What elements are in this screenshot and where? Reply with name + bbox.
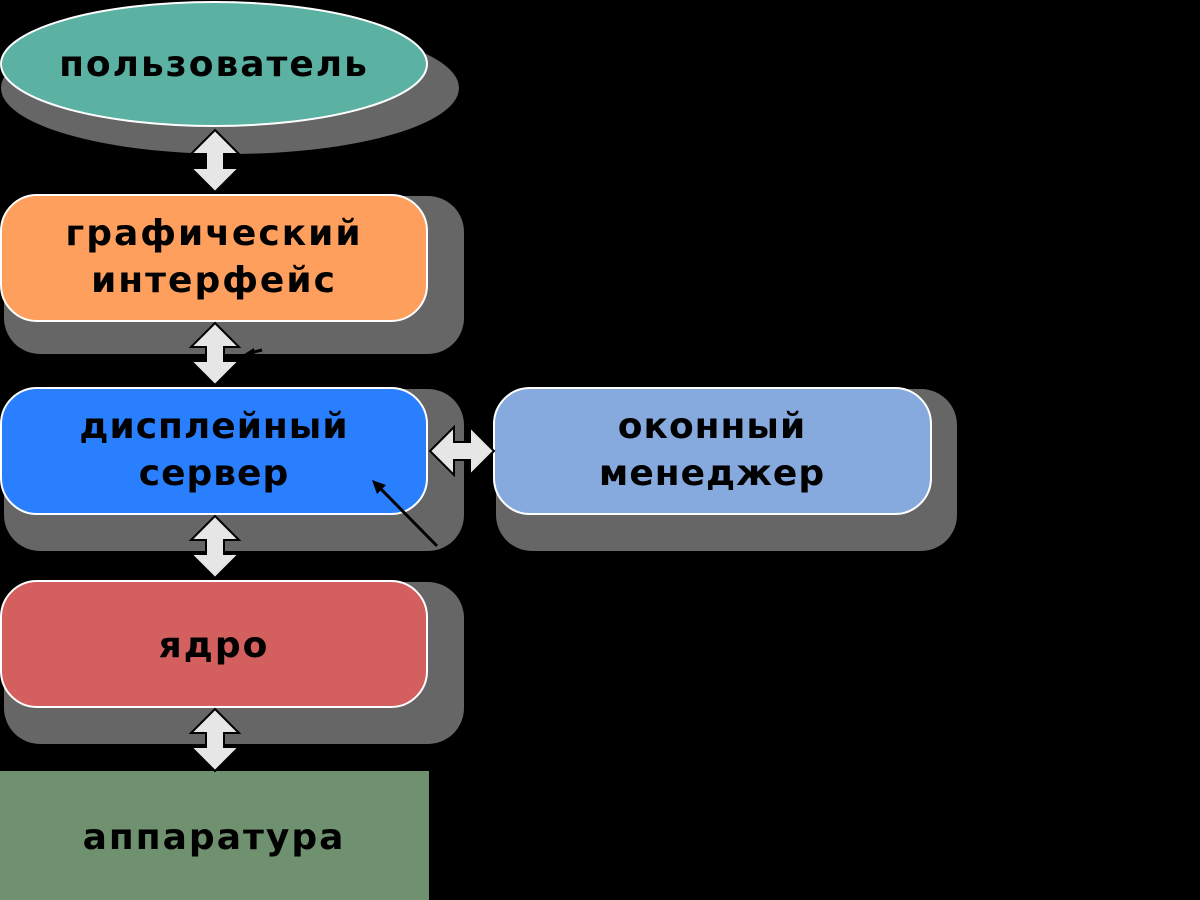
arrows bbox=[188, 128, 496, 773]
hardware-box bbox=[0, 771, 429, 900]
arrow-gui-display-server bbox=[188, 321, 242, 387]
node-user: пользователь bbox=[0, 1, 428, 127]
pointer-arrowhead-display-server bbox=[372, 480, 386, 494]
hardware-label: аппаратура bbox=[83, 817, 346, 858]
arrow-display-server-kernel bbox=[188, 514, 242, 580]
user-ellipse bbox=[0, 1, 428, 127]
arrow-display-server-window-manager bbox=[428, 424, 496, 478]
node-window-manager: оконный менеджер bbox=[493, 387, 932, 515]
pointer-arrowhead-gui bbox=[243, 348, 255, 357]
node-gui: графический интерфейс bbox=[0, 194, 428, 322]
node-kernel: ядро bbox=[0, 580, 428, 708]
gui-label-line2: интерфейс bbox=[91, 260, 337, 301]
arrow-user-gui bbox=[188, 128, 242, 194]
pointer-line-display-server bbox=[376, 484, 439, 548]
gui-box bbox=[0, 194, 428, 322]
window-manager-label-line1: оконный bbox=[618, 406, 806, 447]
display-server-label-line2: сервер bbox=[139, 453, 290, 494]
pointer-arrows bbox=[243, 348, 439, 548]
arrow-kernel-hardware bbox=[188, 707, 242, 773]
kernel-box bbox=[0, 580, 428, 708]
user-label: пользователь bbox=[59, 44, 369, 85]
node-display-server: дисплейный сервер bbox=[0, 387, 428, 515]
node-hardware: аппаратура bbox=[0, 771, 429, 900]
gui-label-line1: графический bbox=[65, 213, 362, 254]
kernel-label: ядро bbox=[159, 625, 270, 666]
display-server-label-line1: дисплейный bbox=[79, 406, 348, 447]
display-server-box bbox=[0, 387, 428, 515]
window-manager-label-line2: менеджер bbox=[599, 453, 825, 494]
